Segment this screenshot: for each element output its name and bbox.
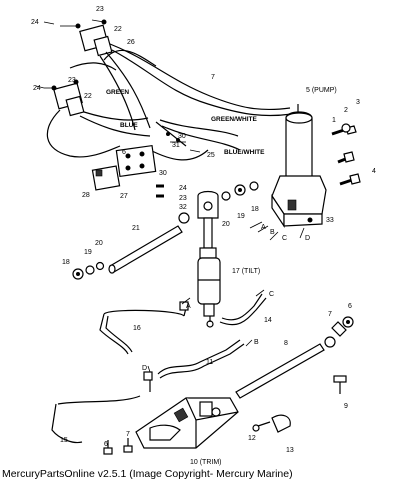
- callout-32: 32: [179, 204, 187, 211]
- pump-label: 5 (PUMP): [306, 87, 337, 94]
- copyright-footer: MercuryPartsOnline v2.5.1 (Image Copyrig…: [2, 468, 293, 480]
- callout-6-b: 6: [104, 441, 108, 448]
- callout-20-a: 20: [95, 240, 103, 247]
- callout-4: 4: [372, 168, 376, 175]
- wire-green-white-label: GREEN/WHITE: [211, 116, 258, 123]
- pump-bolts: [331, 123, 361, 186]
- callout-7-c: 7: [126, 431, 130, 438]
- relay-upper: [60, 19, 113, 57]
- callout-1: 1: [332, 117, 336, 124]
- callout-27: 27: [120, 193, 128, 200]
- callout-26: 26: [127, 39, 135, 46]
- letter-d-2: D: [142, 365, 147, 372]
- wire-green-label: GREEN: [106, 89, 129, 96]
- callout-7-b: 7: [211, 74, 215, 81]
- trim-fittings: [103, 438, 133, 455]
- callout-20-b: 20: [222, 221, 230, 228]
- callout-23-b: 23: [68, 77, 76, 84]
- exploded-parts-diagram: 24 23 22 26 23 24 22 GREEN BLUE GREEN/WH…: [31, 6, 376, 466]
- callout-23-a: 23: [96, 6, 104, 13]
- callout-13: 13: [286, 447, 294, 454]
- letter-a-1: A: [261, 224, 266, 231]
- callout-22-a: 22: [114, 26, 122, 33]
- callout-25: 25: [207, 152, 215, 159]
- letter-b-1: B: [270, 229, 275, 236]
- leader-lines: [35, 21, 305, 373]
- trim-label: 10 (TRIM): [190, 459, 222, 466]
- callout-24-b: 24: [33, 85, 41, 92]
- callout-3: 3: [356, 99, 360, 106]
- wire-blue-label: BLUE: [120, 122, 138, 129]
- callout-29-area: 6: [122, 149, 126, 156]
- letter-a-2: A: [186, 303, 191, 310]
- callout-30-b: 30: [159, 170, 167, 177]
- trim-cylinder: [135, 397, 239, 449]
- callout-19-a: 19: [84, 249, 92, 256]
- fitting-6-7: [331, 316, 354, 337]
- letter-b-2: B: [254, 339, 259, 346]
- linkage-12-13: [252, 414, 291, 433]
- rod-8: [235, 336, 336, 399]
- screws-terminal: [156, 132, 186, 198]
- callout-12: 12: [248, 435, 256, 442]
- callout-19-b: 19: [237, 213, 245, 220]
- callout-9: 9: [344, 403, 348, 410]
- callout-24-a: 24: [31, 19, 39, 26]
- hose-14: [219, 293, 267, 326]
- callout-28: 28: [82, 192, 90, 199]
- hose-15: [51, 371, 153, 444]
- tilt-label: 17 (TILT): [232, 268, 260, 275]
- callout-23-c: 23: [179, 195, 187, 202]
- letter-d-1: D: [305, 235, 310, 242]
- fitting-9: [333, 375, 347, 394]
- callout-6-a: 6: [348, 303, 352, 310]
- callout-30: 30: [178, 133, 186, 140]
- terminal-block: [115, 144, 157, 178]
- washers-left: [72, 261, 105, 280]
- callout-14: 14: [264, 317, 272, 324]
- hose-16: [99, 301, 189, 355]
- letter-c-1: C: [282, 235, 287, 242]
- wire-blue-white-label: BLUE/WHITE: [224, 149, 265, 156]
- callout-31: 31: [172, 142, 180, 149]
- callout-22-b: 22: [84, 93, 92, 100]
- callout-7-a: 7: [328, 311, 332, 318]
- pump-assembly: [271, 104, 327, 228]
- circuit-breaker: [91, 165, 121, 191]
- hose-11: [157, 339, 245, 379]
- callout-15: 15: [60, 437, 68, 444]
- callout-16: 16: [133, 325, 141, 332]
- tilt-cylinder: [197, 190, 221, 328]
- relay-lower: [44, 79, 85, 117]
- callout-18-a: 18: [62, 259, 70, 266]
- callout-8: 8: [284, 340, 288, 347]
- callout-24-c: 24: [179, 185, 187, 192]
- pivot-pin-21: [108, 225, 183, 274]
- callout-21: 21: [132, 225, 140, 232]
- letter-c-2: C: [269, 291, 274, 298]
- washers-right: [178, 181, 259, 224]
- callout-18-b: 18: [251, 206, 259, 213]
- wire-harness: [46, 43, 293, 161]
- callout-2: 2: [344, 107, 348, 114]
- callout-11: 11: [206, 359, 213, 366]
- callout-33: 33: [326, 217, 334, 224]
